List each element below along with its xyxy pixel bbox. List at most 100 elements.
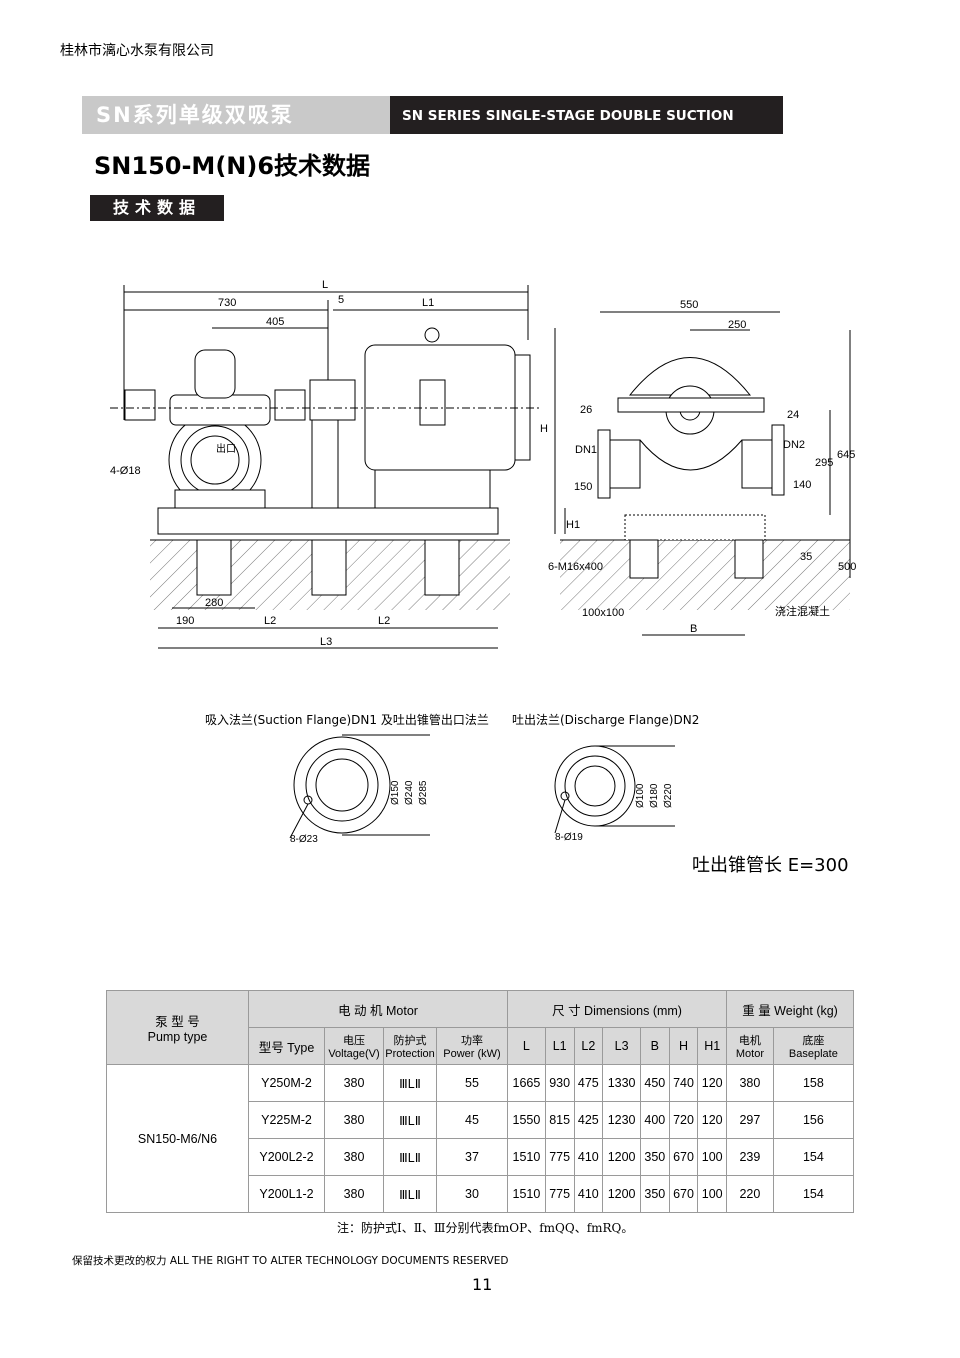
- cell-L1: 775: [544, 1138, 575, 1176]
- dimensions-header: 尺 寸 Dimensions (mm): [506, 990, 728, 1028]
- discharge-dim-bolt-circle: Ø180: [649, 783, 660, 808]
- page-title: SN150-M(N)6技术数据: [94, 152, 371, 180]
- pump-type-header: 泵 型 号 Pump type: [106, 990, 249, 1065]
- cell-protection: ⅢLⅡ: [383, 1064, 437, 1102]
- company-name: 桂林市漓心水泵有限公司: [60, 43, 214, 59]
- cell-B: 400: [640, 1101, 670, 1139]
- cell-H1: 120: [697, 1101, 728, 1139]
- dim-bolt: 4-Ø18: [110, 465, 141, 477]
- series-banner: SN系列单级双吸泵 SN SERIES SINGLE-STAGE DOUBLE …: [82, 96, 783, 164]
- cell-H1: 120: [697, 1064, 728, 1102]
- page-number: 11: [472, 1275, 493, 1294]
- col-B: B: [640, 1027, 670, 1065]
- dim-730: 730: [218, 297, 236, 309]
- suction-holes-label: 8-Ø23: [290, 834, 318, 845]
- pump-type-cn: 泵 型 号: [155, 1015, 200, 1029]
- cell-voltage: 380: [324, 1101, 384, 1139]
- cell-H1: 100: [697, 1138, 728, 1176]
- cell-type: Y250M-2: [248, 1064, 325, 1102]
- suction-dim-inner: Ø150: [390, 780, 401, 805]
- col-L: L: [507, 1027, 546, 1065]
- cell-H1: 100: [697, 1175, 728, 1213]
- dim-B: B: [690, 623, 697, 635]
- col-L1: L1: [544, 1027, 575, 1065]
- rights-reserved: 保留技术更改的权力 ALL THE RIGHT TO ALTER TECHNOL…: [72, 1255, 509, 1267]
- dim-295: 295: [815, 457, 833, 469]
- cell-L2: 425: [573, 1101, 604, 1139]
- spec-table: 泵 型 号 Pump type 电 动 机 Motor 尺 寸 Dimensio…: [106, 990, 855, 1213]
- cell-L2: 475: [573, 1064, 604, 1102]
- dim-280: 280: [205, 597, 223, 609]
- dim-L2-first: L2: [264, 615, 276, 627]
- cell-L1: 930: [544, 1064, 575, 1102]
- dim-550: 550: [680, 299, 698, 311]
- dim-500: 500: [838, 561, 856, 573]
- cell-motor-weight: 239: [726, 1138, 774, 1176]
- cell-power: 45: [436, 1101, 508, 1139]
- cell-H: 740: [668, 1064, 699, 1102]
- cell-L2: 410: [573, 1138, 604, 1176]
- dim-190: 190: [176, 615, 194, 627]
- dim-35: 35: [800, 551, 812, 563]
- dim-150: 150: [574, 481, 592, 493]
- outlet-label: 出口: [216, 442, 236, 455]
- cell-base-weight: 154: [772, 1175, 855, 1213]
- cell-L2: 410: [573, 1175, 604, 1213]
- cell-power: 37: [436, 1138, 508, 1176]
- dim-645: 645: [837, 449, 855, 461]
- discharge-holes-label: 8-Ø19: [555, 832, 583, 843]
- col-type: 型号 Type: [248, 1027, 325, 1065]
- cell-H: 670: [668, 1175, 699, 1213]
- protection-note: 注：防护式Ⅰ、Ⅱ、Ⅲ分别代表fmOP、fmQQ、fmRQ。: [337, 1221, 634, 1235]
- cell-L: 1550: [507, 1101, 546, 1139]
- cell-motor-weight: 220: [726, 1175, 774, 1213]
- cell-type: Y200L1-2: [248, 1175, 325, 1213]
- cell-L3: 1230: [602, 1101, 641, 1139]
- dim-L1: L1: [422, 297, 434, 309]
- cell-protection: ⅢLⅡ: [383, 1175, 437, 1213]
- discharge-dim-outer: Ø220: [663, 783, 674, 808]
- banner-title-cn: SN系列单级双吸泵: [82, 96, 390, 134]
- dim-100x100: 100x100: [582, 607, 624, 619]
- cone-length-label: 吐出锥管长 E=300: [692, 855, 849, 876]
- cell-L: 1665: [507, 1064, 546, 1102]
- cell-L: 1510: [507, 1138, 546, 1176]
- pump-assembly-drawing: L 730 5 L1 405 H 4-Ø18 出口 280 190 L2 L2 …: [110, 279, 856, 649]
- dim-L: L: [322, 279, 328, 291]
- table-row: SN150-M6/N6 Y250M-2 380 ⅢLⅡ 55 1665 930 …: [106, 1064, 855, 1213]
- col-H: H: [668, 1027, 699, 1065]
- dim-140: 140: [793, 479, 811, 491]
- discharge-dim-inner: Ø100: [635, 783, 646, 808]
- dim-DN1: DN1: [575, 444, 597, 456]
- dim-26: 26: [580, 404, 592, 416]
- cell-motor-weight: 380: [726, 1064, 774, 1102]
- cell-power: 30: [436, 1175, 508, 1213]
- cell-protection: ⅢLⅡ: [383, 1138, 437, 1176]
- suction-flange-label: 吸入法兰(Suction Flange)DN1 及吐出锥管出口法兰: [205, 713, 489, 727]
- cell-power: 55: [436, 1064, 508, 1102]
- cell-protection: ⅢLⅡ: [383, 1101, 437, 1139]
- cell-L3: 1330: [602, 1064, 641, 1102]
- cell-B: 450: [640, 1064, 670, 1102]
- cell-base-weight: 158: [772, 1064, 855, 1102]
- cell-L: 1510: [507, 1175, 546, 1213]
- table-row: Y200L1-2 380 ⅢLⅡ 30 1510 775 410 1200 35…: [107, 1175, 855, 1213]
- cell-H: 720: [668, 1101, 699, 1139]
- concrete-label: 浇注混凝土: [775, 604, 830, 618]
- cell-L1: 815: [544, 1101, 575, 1139]
- cell-voltage: 380: [324, 1064, 384, 1102]
- dim-250: 250: [728, 319, 746, 331]
- cell-voltage: 380: [324, 1138, 384, 1176]
- col-H1: H1: [697, 1027, 728, 1065]
- anchor-bolts-label: 6-M16x400: [548, 561, 603, 573]
- col-L3: L3: [602, 1027, 641, 1065]
- dim-H1: H1: [566, 519, 580, 531]
- pump-type-en: Pump type: [147, 1030, 208, 1044]
- weight-header: 重 量 Weight (kg): [726, 990, 854, 1028]
- cell-L1: 775: [544, 1175, 575, 1213]
- cell-type: Y225M-2: [248, 1101, 325, 1139]
